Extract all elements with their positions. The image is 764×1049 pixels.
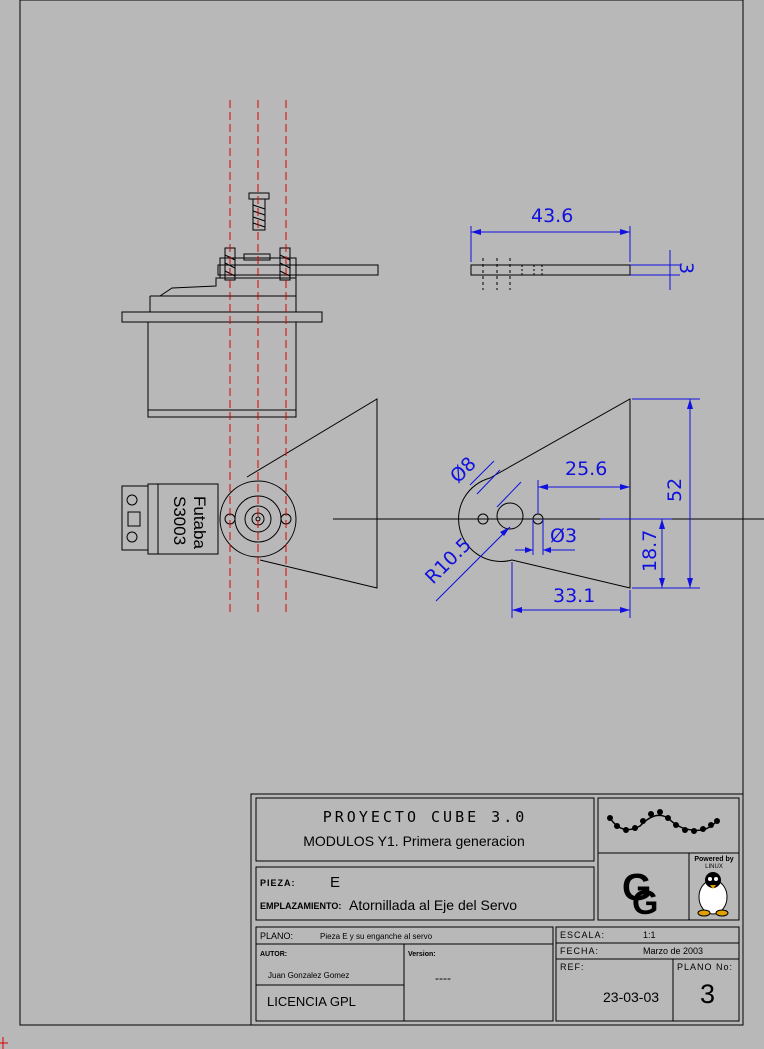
gg-logo: G (622, 867, 652, 909)
version-value: ---- (435, 971, 451, 985)
fecha-value: Marzo de 2003 (643, 946, 703, 956)
plano-label: PLANO: (260, 931, 293, 941)
project-subtitle: MODULOS Y1. Primera generacion (303, 833, 525, 849)
red-centerlines (229, 100, 287, 612)
autor-value: Juan Gonzalez Gomez (268, 971, 349, 980)
dim-3: 3 (675, 262, 697, 274)
dim-25-6: 25.6 (565, 458, 607, 480)
plano-no-label: PLANO No: (677, 962, 733, 972)
dimension-width-top: 43.6 (470, 205, 631, 262)
servo-side-view (121, 192, 379, 418)
version-label: Version: (408, 951, 436, 958)
dim-33-1: 33.1 (553, 585, 595, 607)
plano-value: Pieza E y su enganche al servo (320, 932, 433, 941)
pieza-value: E (330, 874, 340, 891)
emplazamiento-label: EMPLAZAMIENTO: (260, 901, 341, 911)
dim-43-6: 43.6 (531, 205, 573, 227)
dimension-height-total: 52 (632, 398, 700, 589)
dimension-width-bottom: 33.1 (511, 562, 631, 618)
ref-label: REF: (560, 962, 585, 972)
project-title: PROYECTO CUBE 3.0 (323, 808, 528, 826)
dim-diam-8: Ø8 (446, 453, 481, 488)
tux-penguin-icon (697, 872, 729, 917)
dimension-hole-distance: 25.6 (537, 458, 630, 514)
chain-logo-icon (607, 809, 720, 834)
dimension-height-lower: 18.7 (600, 518, 672, 588)
dim-52: 52 (664, 478, 686, 502)
escala-value: 1:1 (643, 930, 656, 940)
dimension-radius: R10.5 (421, 526, 511, 602)
escala-label: ESCALA: (560, 930, 605, 940)
licencia: LICENCIA GPL (267, 994, 356, 1009)
emplazamiento-value: Atornillada al Eje del Servo (349, 897, 517, 913)
autor-label: AUTOR: (260, 951, 287, 958)
dim-r10-5: R10.5 (421, 534, 476, 589)
pieza-label: PIEZA: (260, 878, 296, 888)
dim-diam-3: Ø3 (550, 525, 577, 547)
dimension-thickness: 3 (630, 250, 697, 290)
ref-value: 23-03-03 (603, 989, 659, 1005)
piece-edge-view (470, 258, 631, 290)
servo-model-label: S3003 (170, 496, 189, 545)
origin-marker (0, 1037, 8, 1049)
fecha-label: FECHA: (560, 946, 599, 956)
servo-top-view: Futaba S3003 (121, 398, 378, 589)
servo-brand-label: Futaba (190, 496, 209, 549)
powered-by: Powered by (694, 856, 733, 863)
dim-18-7: 18.7 (639, 530, 661, 572)
piece-front-view (458, 398, 631, 589)
linux-label: LINUX (705, 864, 723, 870)
plano-no-value: 3 (700, 979, 715, 1009)
dimension-diameter-3: Ø3 (515, 519, 577, 555)
gg-logo-2: G (632, 884, 658, 922)
title-block (250, 793, 744, 1026)
